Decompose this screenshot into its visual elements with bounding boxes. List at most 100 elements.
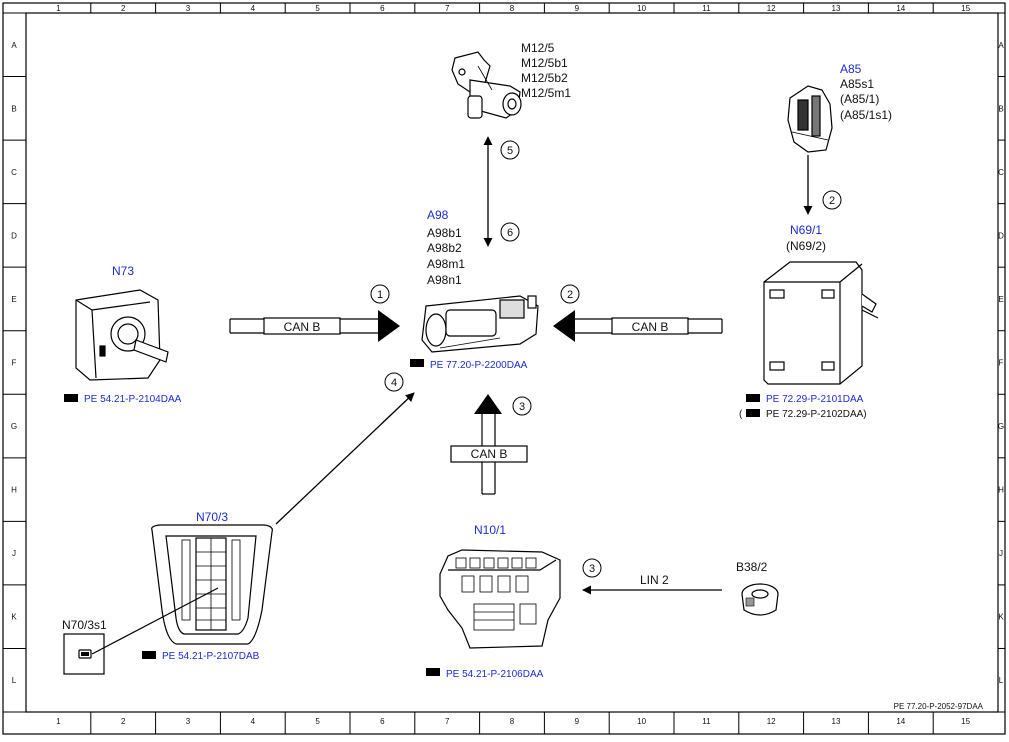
column-label: 10 [637, 4, 646, 13]
column-label: 9 [575, 4, 580, 13]
n73-title: N73 [112, 264, 134, 278]
row-label: H [998, 486, 1004, 495]
row-label: D [11, 231, 17, 240]
callout-2: 2 [560, 284, 580, 304]
column-label: 15 [961, 717, 970, 726]
column-label: 3 [186, 717, 191, 726]
row-label: F [12, 359, 17, 368]
column-label: 1 [56, 4, 61, 13]
svg-text:PE 77.20-P-2200DAA: PE 77.20-P-2200DAA [430, 360, 528, 371]
column-label: 8 [510, 717, 515, 726]
row-label: L [12, 676, 17, 685]
a85-label-2: (A85/1s1) [840, 108, 892, 122]
column-label: 6 [380, 717, 385, 726]
svg-text:(: ( [739, 409, 743, 420]
n70-title: N70/3 [196, 510, 228, 524]
svg-text:2: 2 [567, 289, 573, 301]
row-label: K [11, 613, 17, 622]
b38-title: B38/2 [736, 560, 768, 574]
a98-title: A98 [427, 208, 449, 222]
n10-module-illustration [439, 549, 561, 649]
row-label: B [11, 104, 16, 113]
column-label: 11 [702, 717, 711, 726]
n69-ref1: PE 72.29-P-2101DAA [746, 394, 864, 405]
n73-ignition-illustration [75, 289, 169, 381]
footer-reference: PE 77.20-P-2052-97DAA [894, 702, 984, 711]
column-label: 1 [56, 717, 61, 726]
row-label: G [11, 422, 17, 431]
column-label: 13 [832, 4, 841, 13]
a98-label-2: A98m1 [427, 257, 465, 271]
row-label: B [998, 104, 1003, 113]
row-label: H [11, 486, 17, 495]
a98-label-3: A98n1 [427, 273, 462, 287]
row-label: K [998, 613, 1004, 622]
svg-text:3: 3 [589, 563, 595, 575]
column-label: 12 [767, 4, 776, 13]
callout-1: 1 [370, 284, 390, 304]
callout-5: 5 [500, 140, 520, 160]
svg-text:1: 1 [377, 289, 383, 301]
row-label: J [12, 549, 16, 558]
row-label: A [11, 41, 17, 50]
can-b-bottom-label: CAN B [471, 447, 508, 461]
row-label: C [11, 168, 17, 177]
callout-4: 4 [384, 372, 404, 392]
n69-module-illustration [763, 261, 879, 385]
n10-ref: PE 54.21-P-2106DAA [426, 668, 544, 680]
callout-6: 6 [500, 222, 520, 242]
n69-title: N69/1 [790, 223, 822, 237]
column-label: 7 [445, 4, 450, 13]
callout-3-lin: 3 [582, 558, 602, 578]
n70s1-title: N70/3s1 [62, 618, 107, 632]
row-label: J [999, 549, 1003, 558]
row-label: E [11, 295, 16, 304]
row-label: F [999, 359, 1004, 368]
can-b-right-label: CAN B [632, 320, 669, 334]
column-label: 12 [767, 717, 776, 726]
can-b-left-label: CAN B [284, 320, 321, 334]
column-label: 2 [121, 717, 126, 726]
column-label: 7 [445, 717, 450, 726]
row-label: A [998, 41, 1004, 50]
column-label: 10 [637, 717, 646, 726]
a85-title: A85 [840, 62, 862, 76]
a98-label-0: A98b1 [427, 226, 462, 240]
row-labels-left: A B C D E F G H J K L [11, 41, 17, 685]
callout-2-a85: 2 [822, 190, 842, 210]
m12-label-2: M12/5b2 [521, 71, 568, 85]
svg-text:PE 54.21-P-2107DAB: PE 54.21-P-2107DAB [162, 651, 260, 662]
callout-3-can: 3 [512, 396, 532, 416]
row-label: C [998, 168, 1004, 177]
column-label: 6 [380, 4, 385, 13]
row-label: D [998, 231, 1004, 240]
column-label: 8 [510, 4, 515, 13]
n70-to-a98-arrow [275, 392, 415, 525]
a85-module-illustration [787, 85, 833, 153]
m12-label-1: M12/5b1 [521, 56, 568, 70]
a98-ref: PE 77.20-P-2200DAA [410, 359, 528, 371]
svg-text:2: 2 [829, 195, 835, 207]
column-label: 14 [896, 717, 905, 726]
column-label: 2 [121, 4, 126, 13]
row-label: E [998, 295, 1003, 304]
svg-text:PE 72.29-P-2102DAA): PE 72.29-P-2102DAA) [766, 409, 867, 420]
lin-2-label: LIN 2 [640, 573, 669, 587]
row-label: L [999, 676, 1004, 685]
n69-sub: (N69/2) [786, 239, 826, 253]
svg-text:6: 6 [507, 227, 513, 239]
column-label: 4 [251, 717, 256, 726]
can-b-left-link [229, 310, 400, 342]
can-b-bottom-link [450, 394, 528, 495]
n10-title: N10/1 [474, 523, 506, 537]
n70s1-switch-illustration [63, 633, 105, 675]
svg-text:3: 3 [519, 401, 525, 413]
n73-ref: PE 54.21-P-2104DAA [64, 394, 182, 405]
svg-text:PE 54.21-P-2106DAA: PE 54.21-P-2106DAA [446, 669, 544, 680]
n69-ref2: ( PE 72.29-P-2102DAA) [739, 409, 867, 420]
n70s1-leader-line [91, 587, 219, 655]
n70-ref: PE 54.21-P-2107DAB [142, 651, 260, 662]
